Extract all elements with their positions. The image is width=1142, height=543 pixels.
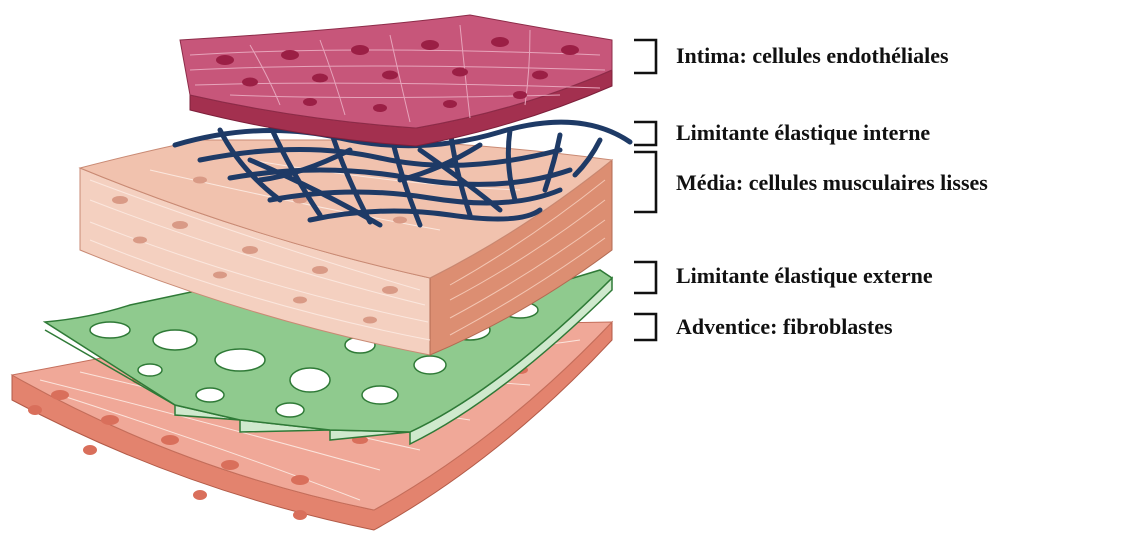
intima-layer bbox=[180, 15, 612, 146]
bracket-intima bbox=[634, 40, 656, 73]
bracket-adventice bbox=[634, 314, 656, 340]
bracket-lee bbox=[634, 262, 656, 293]
label-external-elastic: Limitante élastique externe bbox=[676, 263, 933, 288]
label-media: Média: cellules musculaires lisses bbox=[676, 170, 988, 195]
label-brackets bbox=[634, 40, 656, 340]
bracket-media bbox=[634, 152, 656, 212]
label-internal-elastic: Limitante élastique interne bbox=[676, 120, 930, 145]
bracket-lei bbox=[634, 122, 656, 145]
label-adventice: Adventice: fibroblastes bbox=[676, 314, 893, 339]
label-intima: Intima: cellules endothéliales bbox=[676, 43, 949, 68]
